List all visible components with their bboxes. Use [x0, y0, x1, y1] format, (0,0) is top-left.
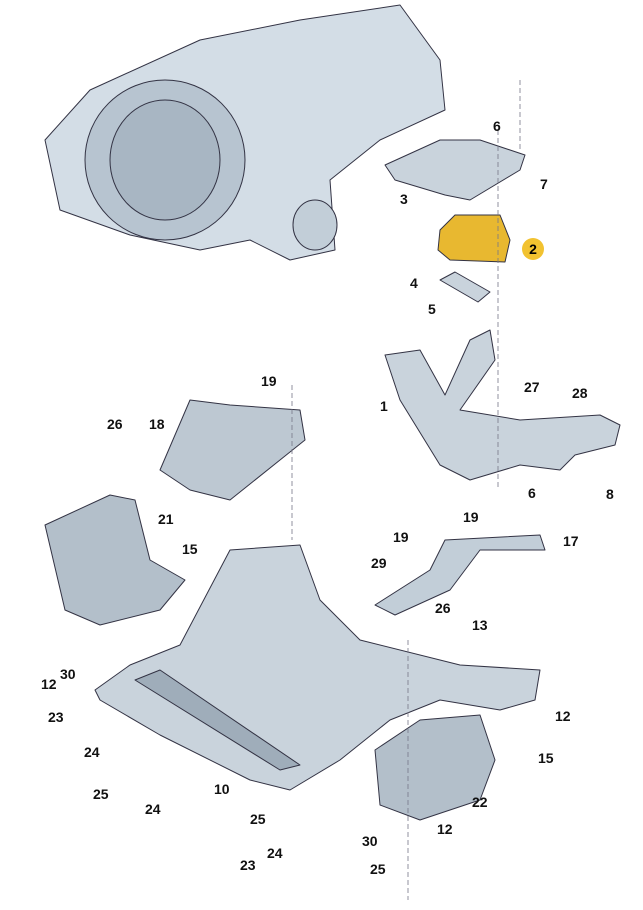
callout-12b: 12: [555, 708, 571, 724]
callout-8: 8: [606, 486, 614, 502]
gearbox-carrier-1: [384, 329, 621, 481]
callout-10: 10: [214, 781, 230, 797]
callout-28: 28: [572, 385, 588, 401]
callout-3: 3: [400, 191, 408, 207]
callout-22: 22: [472, 794, 488, 810]
callout-26: 26: [107, 416, 123, 432]
bracket-3: [384, 139, 526, 201]
callout-23: 23: [48, 709, 64, 725]
callout-21: 21: [158, 511, 174, 527]
callout-12: 12: [41, 676, 57, 692]
callout-15b: 15: [538, 750, 554, 766]
callout-7: 7: [540, 176, 548, 192]
callout-6b: 6: [528, 485, 536, 501]
callout-19b: 19: [463, 509, 479, 525]
callout-19c: 19: [393, 529, 409, 545]
callout-5: 5: [428, 301, 436, 317]
heat-shield-18: [159, 399, 306, 501]
callout-24: 24: [84, 744, 100, 760]
callout-18: 18: [149, 416, 165, 432]
callout-23b: 23: [240, 857, 256, 873]
callout-30b: 30: [362, 833, 378, 849]
callout-12c: 12: [437, 821, 453, 837]
callout-4: 4: [410, 275, 418, 291]
callout-30: 30: [60, 666, 76, 682]
callout-17: 17: [563, 533, 579, 549]
bracket-21: [44, 494, 186, 626]
gearbox-mount-2: [437, 214, 511, 263]
callout-24b: 24: [145, 801, 161, 817]
callout-27: 27: [524, 379, 540, 395]
heat-shield-17: [374, 534, 546, 616]
callout-25: 25: [93, 786, 109, 802]
callout-25c: 25: [370, 861, 386, 877]
subframe-10: [94, 544, 541, 791]
callout-29: 29: [371, 555, 387, 571]
callout-24c: 24: [267, 845, 283, 861]
bracket-22: [374, 714, 496, 821]
callout-15: 15: [182, 541, 198, 557]
callout-26b: 26: [435, 600, 451, 616]
plate-4: [439, 271, 491, 303]
callout-2-highlighted: 2: [522, 238, 544, 260]
callout-25b: 25: [250, 811, 266, 827]
callout-19: 19: [261, 373, 277, 389]
callout-1: 1: [380, 398, 388, 414]
callout-6: 6: [493, 118, 501, 134]
callout-13: 13: [472, 617, 488, 633]
